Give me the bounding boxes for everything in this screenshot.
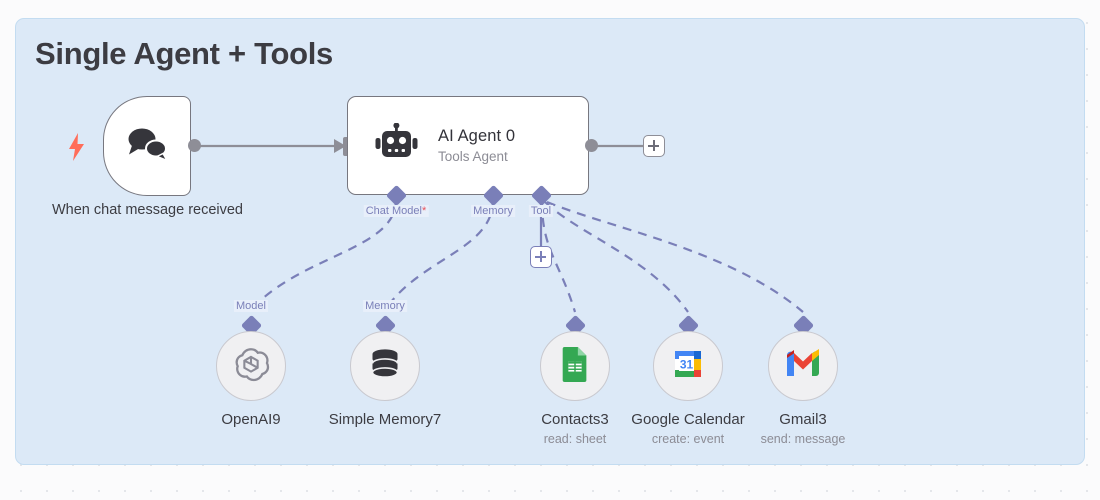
sub-node-caption-simple-memory: Simple Memory7 — [328, 411, 442, 428]
sub-port-label-memory: Memory — [363, 300, 407, 312]
openai-logo-icon — [232, 345, 270, 388]
node-simple-memory[interactable] — [350, 331, 420, 401]
group-panel[interactable] — [15, 18, 1085, 465]
node-when-chat-message-received[interactable] — [103, 96, 191, 196]
google-sheets-icon — [559, 346, 591, 387]
agent-subtitle: Tools Agent — [438, 149, 508, 164]
add-tool-button[interactable] — [530, 246, 552, 268]
add-node-button-agent-output[interactable] — [643, 135, 665, 157]
sub-node-caption-google-calendar: Google Calendar — [631, 411, 745, 428]
sub-node-subcaption-google-calendar: create: event — [651, 432, 725, 446]
node-openai[interactable] — [216, 331, 286, 401]
gmail-icon — [784, 348, 822, 384]
svg-text:31: 31 — [680, 357, 694, 371]
required-marker-chat-model: * — [421, 205, 427, 217]
sub-node-subcaption-gmail: send: message — [760, 432, 846, 446]
chat-bubbles-icon — [123, 124, 171, 169]
sub-node-caption-gmail: Gmail3 — [779, 411, 827, 428]
agent-output-port[interactable] — [585, 139, 598, 152]
sub-node-caption-contacts: Contacts3 — [541, 411, 609, 428]
agent-port-label-memory: Memory — [471, 205, 515, 217]
sub-node-subcaption-contacts: read: sheet — [543, 432, 607, 446]
google-calendar-icon: 31 — [670, 346, 706, 387]
database-icon — [367, 346, 403, 387]
sub-node-caption-openai: OpenAI9 — [221, 411, 281, 428]
agent-port-label-tool: Tool — [528, 205, 554, 217]
trigger-output-port[interactable] — [188, 139, 201, 152]
agent-port-label-chat-model: Chat Model* — [363, 205, 429, 217]
page-title: Single Agent + Tools — [35, 36, 333, 71]
robot-icon — [374, 122, 420, 168]
node-caption-trigger: When chat message received — [51, 202, 243, 218]
node-google-calendar[interactable]: 31 — [653, 331, 723, 401]
node-gmail[interactable] — [768, 331, 838, 401]
node-ai-agent[interactable]: AI Agent 0 Tools Agent — [347, 96, 589, 195]
node-contacts[interactable] — [540, 331, 610, 401]
agent-title: AI Agent 0 — [438, 127, 516, 145]
sub-port-label-model: Model — [234, 300, 268, 312]
agent-input-port[interactable] — [343, 137, 350, 156]
lightning-bolt-icon — [68, 133, 86, 161]
